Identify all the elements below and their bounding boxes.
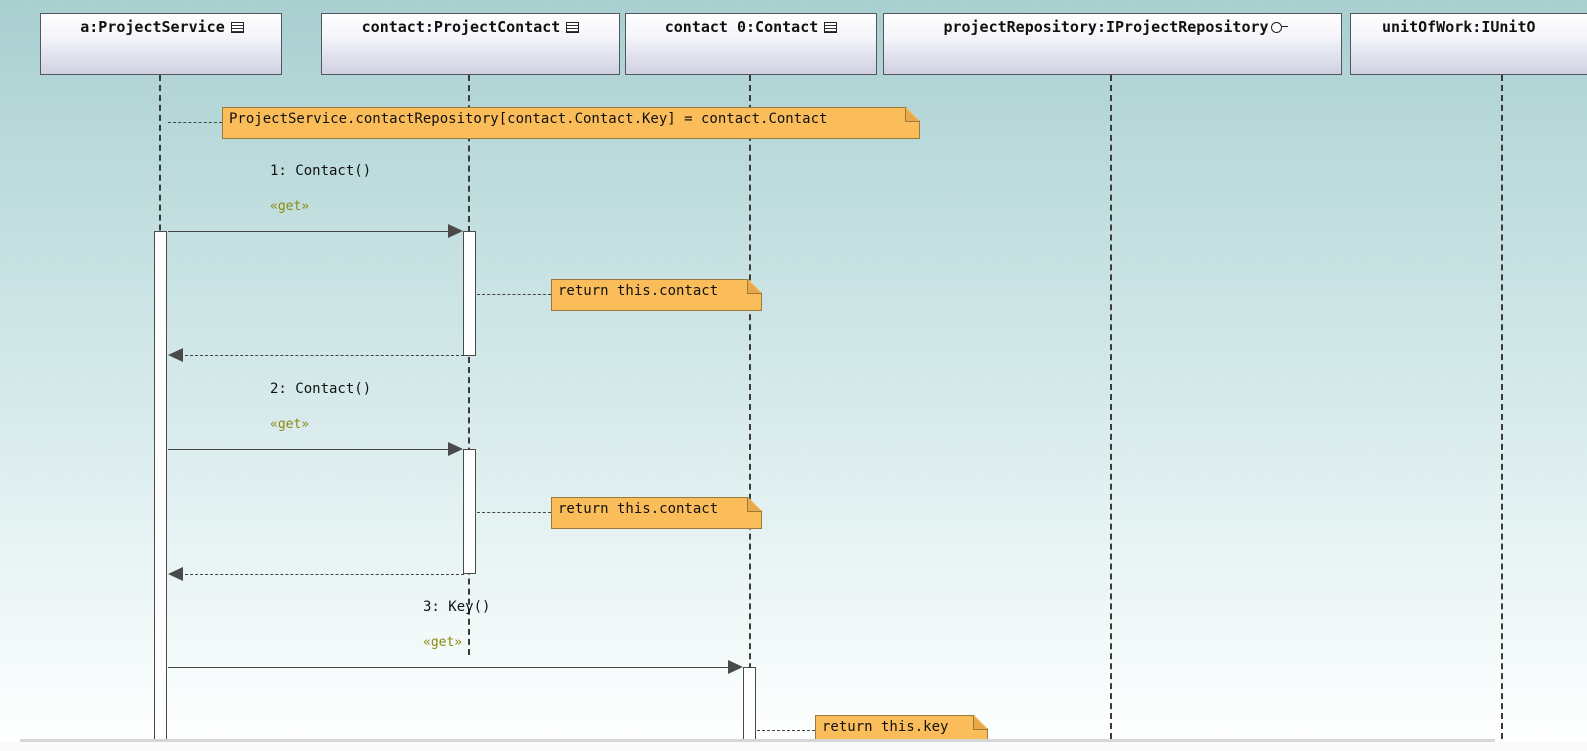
lifeline-line-project-repository: [1110, 75, 1112, 739]
lifeline-label: unitOfWork:IUnitO: [1382, 18, 1536, 36]
message-stereotype: «get»: [423, 635, 463, 650]
lifeline-label: contact 0:Contact: [664, 18, 819, 36]
note-text: return this.key: [822, 719, 949, 735]
activation-project-contact-2[interactable]: [463, 449, 476, 574]
class-icon: [824, 22, 838, 33]
lifeline-head-contact[interactable]: contact 0:Contact: [625, 13, 877, 75]
note-fold-corner: [747, 498, 761, 512]
message-arrowhead: [448, 442, 463, 456]
activation-contact-3[interactable]: [743, 667, 756, 741]
note-fold-corner: [747, 280, 761, 294]
lifeline-line-contact: [749, 75, 751, 739]
note-connector: [757, 730, 815, 731]
note-connector: [168, 122, 222, 123]
return-note[interactable]: return this.contact: [551, 497, 762, 529]
message-call-line[interactable]: [168, 231, 450, 232]
note-connector: [477, 512, 551, 513]
message-stereotype: «get»: [270, 199, 310, 214]
message-call-line[interactable]: [168, 449, 450, 450]
class-icon: [230, 22, 244, 33]
message-call-line[interactable]: [168, 667, 730, 668]
message-label[interactable]: 1: Contact(): [270, 163, 372, 179]
message-arrowhead: [728, 660, 743, 674]
lifeline-head-project-service[interactable]: a:ProjectService: [40, 13, 282, 75]
lifeline-head-project-repository[interactable]: projectRepository:IProjectRepository: [883, 13, 1342, 75]
lifeline-line-project-contact: [468, 75, 470, 655]
lifeline-head-project-contact[interactable]: contact:ProjectContact: [321, 13, 620, 75]
message-return-line[interactable]: [180, 574, 464, 575]
note-fold-corner: [905, 108, 919, 122]
note-text: return this.contact: [558, 501, 719, 517]
lifeline-line-unit-of-work: [1501, 75, 1503, 739]
note-connector: [477, 294, 551, 295]
activation-project-service[interactable]: [154, 231, 167, 741]
message-return-line[interactable]: [180, 355, 464, 356]
message-stereotype: «get»: [270, 417, 310, 432]
return-arrowhead: [168, 567, 183, 581]
message-arrowhead: [448, 224, 463, 238]
return-arrowhead: [168, 348, 183, 362]
note-fold-corner: [973, 716, 987, 730]
message-label[interactable]: 2: Contact(): [270, 381, 372, 397]
class-icon: [566, 22, 580, 33]
note-text: return this.contact: [558, 283, 719, 299]
lifeline-label: contact:ProjectContact: [361, 18, 561, 36]
constraint-note[interactable]: ProjectService.contactRepository[contact…: [222, 107, 920, 139]
horizontal-scrollbar-track[interactable]: [0, 742, 1587, 751]
activation-project-contact-1[interactable]: [463, 231, 476, 356]
return-note[interactable]: return this.contact: [551, 279, 762, 311]
message-label[interactable]: 3: Key(): [423, 599, 491, 615]
interface-lollipop-icon: [1270, 22, 1288, 33]
lifeline-label: a:ProjectService: [80, 18, 225, 36]
horizontal-scrollbar-thumb[interactable]: [20, 739, 1495, 742]
note-text: ProjectService.contactRepository[contact…: [229, 111, 828, 127]
lifeline-head-unit-of-work[interactable]: unitOfWork:IUnitO: [1350, 13, 1587, 75]
lifeline-label: projectRepository:IProjectRepository: [943, 18, 1269, 36]
